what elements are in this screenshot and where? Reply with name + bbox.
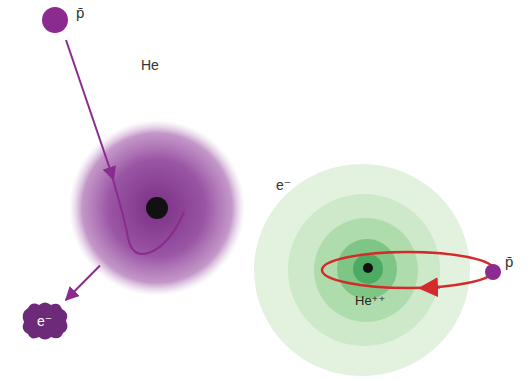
node-text: e⁻ (37, 314, 52, 328)
node-text: He (141, 58, 159, 72)
electron-shell (353, 254, 383, 284)
node-text: He⁺⁺ (355, 294, 385, 307)
electron-blob-shape (23, 303, 68, 340)
particle-label: p̄ (505, 254, 513, 269)
antiproton-dot (485, 264, 501, 280)
antiproton-path (112, 176, 184, 254)
antiprotonic-helium: e⁻ He⁺⁺ (254, 164, 470, 376)
electron-shell (337, 239, 397, 299)
electron-blob: e⁻ (20, 300, 70, 342)
antiproton-orbit (322, 252, 494, 288)
orbit-arrow (428, 286, 440, 289)
particle-label: p̄ (76, 5, 84, 20)
node-text: e⁻ (276, 178, 291, 192)
helium-nucleus (363, 263, 373, 273)
antiproton-path (66, 40, 113, 178)
helium-nucleus (146, 197, 168, 219)
helium-atom: He (69, 120, 245, 296)
ejection-arrow (66, 266, 100, 301)
antiproton-dot (42, 7, 68, 33)
electron-cloud (254, 164, 470, 376)
electron-shell (288, 194, 440, 346)
electron-shell (314, 218, 418, 322)
